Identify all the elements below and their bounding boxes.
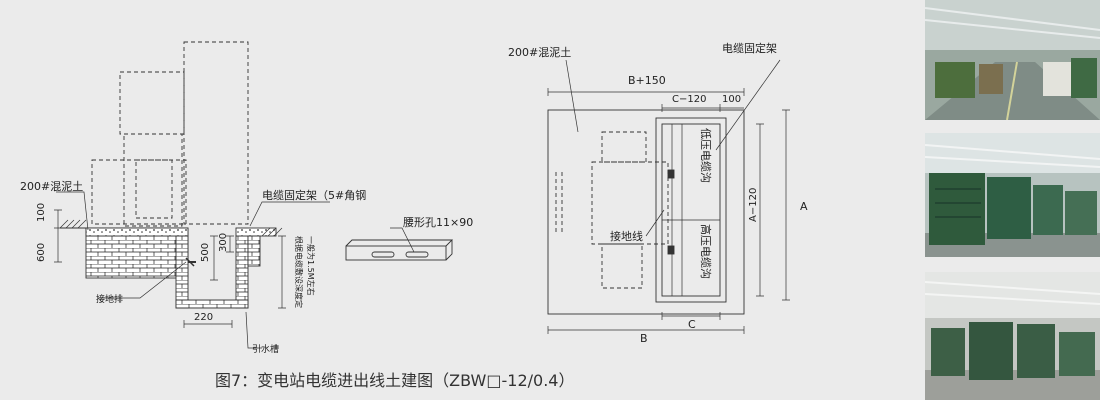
substation-outline	[91, 41, 249, 227]
right-plan-diagram	[547, 59, 790, 334]
concrete-layer	[85, 227, 189, 237]
depth-note-line1: 根据电缆敷设深度定	[294, 236, 304, 308]
left-labels: 200#混泥土 100 600 500 300 220 电缆固定架（5#角钢 腰…	[20, 180, 473, 355]
cable-trench-outer	[655, 117, 727, 303]
left-bracket-label: 电缆固定架（5#角钢	[262, 188, 366, 202]
dim-a120-label: A−120	[748, 188, 759, 222]
substation-footprint	[555, 131, 669, 289]
photo-factory-hall	[925, 0, 1100, 120]
dim-c-label: C	[688, 318, 696, 331]
slot-hole-label: 腰形孔11×90	[403, 216, 473, 229]
low-voltage-trench-label: 低压电缆沟	[699, 128, 712, 183]
right-labels: 200#混泥土 电缆固定架 B+150 C−120 100 A−120 A B …	[508, 41, 808, 345]
concrete-pad	[547, 109, 745, 315]
dim-c120-label: C−120	[672, 94, 706, 105]
right-concrete-label: 200#混泥土	[508, 46, 571, 59]
high-voltage-trench-label: 高压电缆沟	[699, 224, 713, 279]
left-concrete-label: 200#混泥土	[20, 180, 83, 193]
drain-label: 引水槽	[252, 343, 279, 355]
dim-a-label: A	[800, 200, 808, 213]
drawing-canvas: 200#混泥土 100 600 500 300 220 电缆固定架（5#角钢 腰…	[20, 41, 808, 355]
photo-transformer-units	[925, 272, 1100, 400]
dim-500-label: 500	[200, 243, 211, 262]
dim-600-label: 600	[36, 243, 47, 262]
figure-caption: 图7：变电站电缆进出线土建图（ZBW□-12/0.4）	[215, 371, 575, 390]
photo-box-substations	[925, 133, 1100, 257]
dim-100-label: 100	[36, 203, 47, 222]
depth-note-line2: 一般为1.5M左右	[306, 236, 316, 296]
dim-b-label: B	[640, 332, 648, 345]
ground-wire-label: 接地线	[610, 229, 643, 243]
dim-300-label: 300	[218, 233, 229, 252]
angle-steel	[345, 245, 447, 261]
ground-bar-label: 接地排	[96, 293, 123, 305]
dim-220-label: 220	[194, 312, 213, 323]
dim-right-100-label: 100	[722, 94, 741, 105]
right-bracket-label: 电缆固定架	[722, 41, 777, 55]
left-section-diagram	[54, 41, 454, 349]
dim-b150-label: B+150	[628, 74, 666, 87]
